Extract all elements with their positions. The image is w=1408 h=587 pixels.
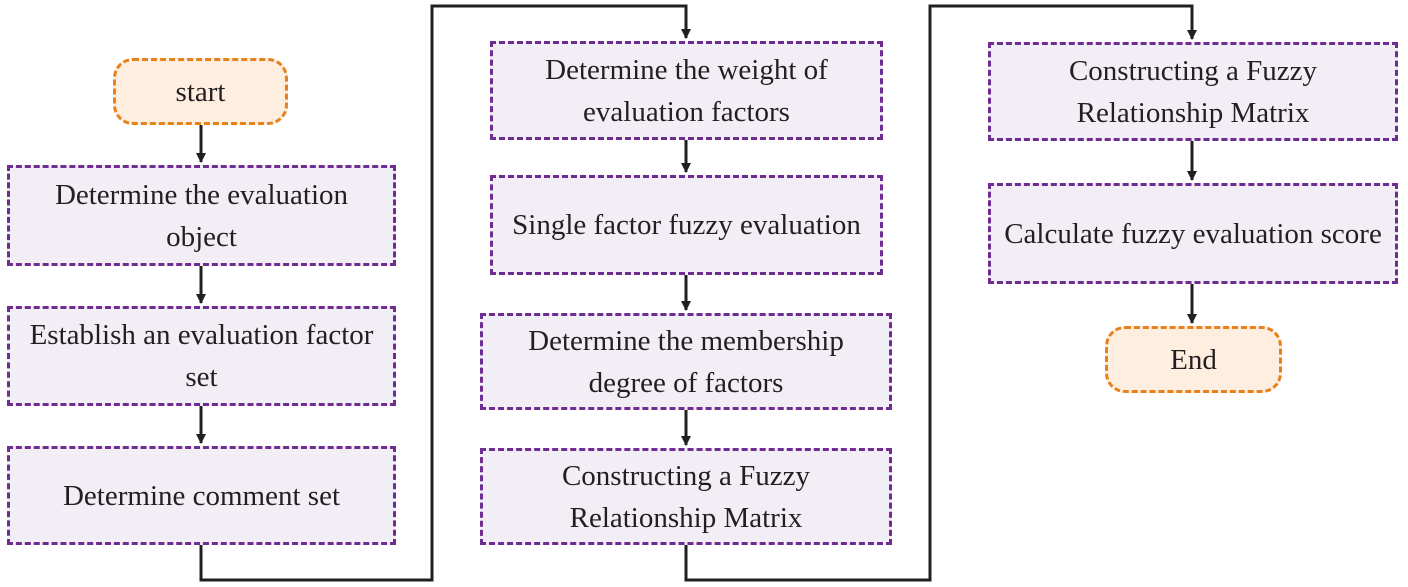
step-construct-fuzzy-relationship-matrix-2: Constructing a Fuzzy Relationship Matrix xyxy=(988,42,1398,141)
step-single-factor-fuzzy-evaluation: Single factor fuzzy evaluation xyxy=(490,175,883,275)
step-determine-comment-set: Determine comment set xyxy=(7,446,396,545)
end-node: End xyxy=(1105,326,1282,393)
connector-column2-to-column3 xyxy=(684,4,1197,582)
connector-column1-to-column2 xyxy=(199,4,691,582)
step-establish-evaluation-factor-set: Establish an evaluation factor set xyxy=(7,306,396,406)
step-construct-fuzzy-relationship-matrix: Constructing a Fuzzy Relationship Matrix xyxy=(480,448,892,545)
start-node: start xyxy=(113,58,288,125)
step-determine-membership-degree: Determine the membership degree of facto… xyxy=(480,313,892,410)
step-determine-weight-of-factors: Determine the weight of evaluation facto… xyxy=(490,41,883,140)
step-determine-evaluation-object: Determine the evaluation object xyxy=(7,165,396,266)
step-calculate-fuzzy-evaluation-score: Calculate fuzzy evaluation score xyxy=(988,183,1398,284)
